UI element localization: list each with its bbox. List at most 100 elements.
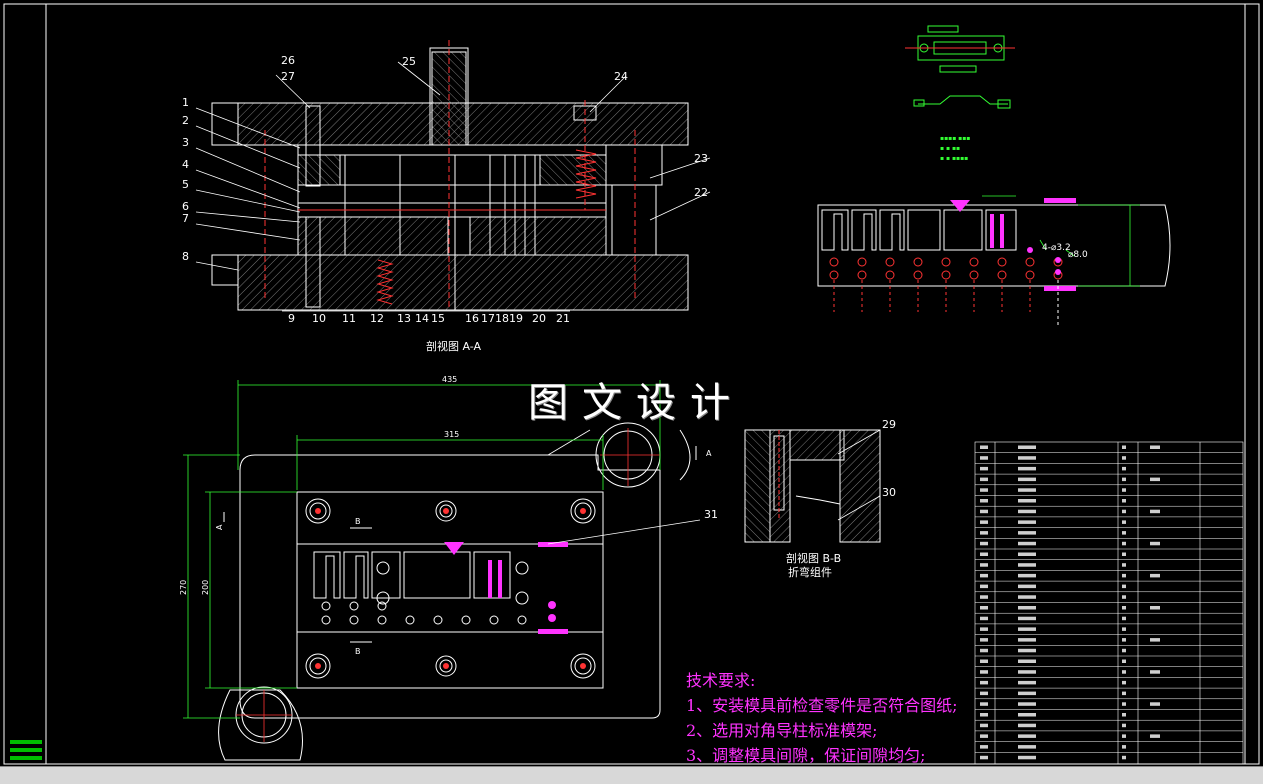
svg-text:▪ ▪ ▪▪: ▪ ▪ ▪▪	[940, 145, 960, 152]
table-cell-glyph	[1018, 723, 1036, 728]
table-cell-glyph	[1122, 445, 1126, 449]
table-cell-glyph	[1122, 584, 1126, 589]
table-cell-glyph	[1122, 541, 1126, 546]
part-number: 9	[288, 312, 295, 325]
part-number: 14	[415, 312, 429, 325]
table-cell-glyph	[980, 670, 988, 674]
table-cell-glyph	[1122, 606, 1126, 610]
table-cell-glyph	[1122, 702, 1126, 706]
table-cell-glyph	[1122, 531, 1126, 535]
part-number: 1	[182, 96, 189, 109]
table-cell-glyph	[980, 745, 988, 749]
part-number: 17	[481, 312, 495, 325]
table-cell-glyph	[980, 488, 988, 492]
plan-dimensions	[183, 380, 661, 719]
drawing-border	[3, 3, 1260, 765]
section-view-bb	[744, 429, 881, 543]
part-numbers-top: 26 27 25 24	[281, 54, 628, 83]
tech-req-title: 技术要求:	[686, 671, 756, 690]
part-number: 15	[431, 312, 445, 325]
table-cell-glyph	[1150, 445, 1160, 449]
table-cell-glyph	[1122, 680, 1126, 685]
svg-text:▪▪▪▪ ▪▪▪: ▪▪▪▪ ▪▪▪	[940, 135, 970, 142]
table-cell-glyph	[980, 499, 988, 503]
part-number: 27	[281, 70, 295, 83]
table-cell-glyph	[1150, 509, 1160, 514]
table-cell-glyph	[1122, 552, 1126, 556]
table-cell-glyph	[1018, 509, 1036, 514]
table-cell-glyph	[1018, 499, 1036, 503]
table-cell-glyph	[980, 616, 988, 621]
technical-requirements: 技术要求: 1、安装模具前检查零件是否符合图纸; 2、选用对角导柱标准模架; 3…	[686, 668, 958, 768]
table-cell-glyph	[1018, 573, 1036, 578]
table-cell-glyph	[1122, 509, 1126, 514]
strip-layout-right	[817, 195, 1171, 328]
table-cell-glyph	[980, 691, 988, 696]
table-cell-glyph	[1018, 680, 1036, 685]
table-cell-glyph	[1018, 755, 1036, 760]
parts-list-rows	[975, 445, 1243, 760]
table-cell-glyph	[1018, 659, 1036, 663]
table-cell-glyph	[1018, 734, 1036, 738]
section-marker-b: B	[355, 517, 361, 526]
table-cell-glyph	[1122, 691, 1126, 696]
dim-inner-height: 200	[201, 580, 210, 595]
table-cell-glyph	[980, 509, 988, 514]
table-cell-glyph	[980, 445, 988, 449]
table-cell-glyph	[1018, 606, 1036, 610]
section-markers	[223, 446, 697, 643]
section-aa-caption: 剖视图 A-A	[426, 339, 482, 353]
table-cell-glyph	[980, 702, 988, 706]
svg-text:▪ ▪ ▪▪▪▪: ▪ ▪ ▪▪▪▪	[940, 155, 968, 162]
table-cell-glyph	[1150, 638, 1160, 642]
table-cell-glyph	[980, 713, 988, 717]
table-cell-glyph	[1122, 638, 1126, 642]
part-number: 12	[370, 312, 384, 325]
table-cell-glyph	[1018, 616, 1036, 621]
table-cell-glyph	[1018, 456, 1036, 460]
section-bb-subcaption: 折弯组件	[788, 565, 832, 579]
dim-outer-height: 270	[179, 580, 188, 595]
part-number: 21	[556, 312, 570, 325]
table-cell-glyph	[1122, 595, 1126, 599]
part-number: 6	[182, 200, 189, 213]
table-cell-glyph	[1150, 734, 1160, 738]
table-cell-glyph	[1122, 713, 1126, 717]
table-cell-glyph	[980, 627, 988, 631]
table-cell-glyph	[1018, 531, 1036, 535]
part-number: 4	[182, 158, 189, 171]
part-number: 7	[182, 212, 189, 225]
table-cell-glyph	[1122, 456, 1126, 460]
table-cell-glyph	[1018, 627, 1036, 631]
part-number: 13	[397, 312, 411, 325]
table-cell-glyph	[1122, 520, 1126, 524]
table-cell-glyph	[1150, 702, 1160, 706]
table-cell-glyph	[1150, 670, 1160, 674]
section-marker-a: A	[215, 524, 224, 530]
part-number: 31	[704, 508, 718, 521]
table-cell-glyph	[1018, 563, 1036, 567]
part-number: 23	[694, 152, 708, 165]
table-cell-glyph	[980, 573, 988, 578]
table-cell-glyph	[980, 552, 988, 556]
dim-inner-width: 315	[444, 430, 459, 439]
table-cell-glyph	[1122, 670, 1126, 674]
table-cell-glyph	[1018, 691, 1036, 696]
table-cell-glyph	[1122, 627, 1126, 631]
table-cell-glyph	[1122, 477, 1126, 482]
layout-tabs-marker[interactable]	[10, 740, 42, 760]
part-number: 8	[182, 250, 189, 263]
dim-outer-width: 435	[442, 375, 457, 384]
table-cell-glyph	[1122, 723, 1126, 728]
table-cell-glyph	[1122, 488, 1126, 492]
parts-list-table	[974, 441, 1244, 765]
table-cell-glyph	[1018, 595, 1036, 599]
section-bb-caption: 剖视图 B-B	[786, 551, 841, 565]
table-cell-glyph	[980, 734, 988, 738]
section-marker-b: B	[355, 647, 361, 656]
table-cell-glyph	[980, 723, 988, 728]
tech-req-item: 2、选用对角导柱标准模架;	[686, 721, 878, 740]
table-cell-glyph	[1018, 713, 1036, 717]
table-cell-glyph	[980, 584, 988, 589]
